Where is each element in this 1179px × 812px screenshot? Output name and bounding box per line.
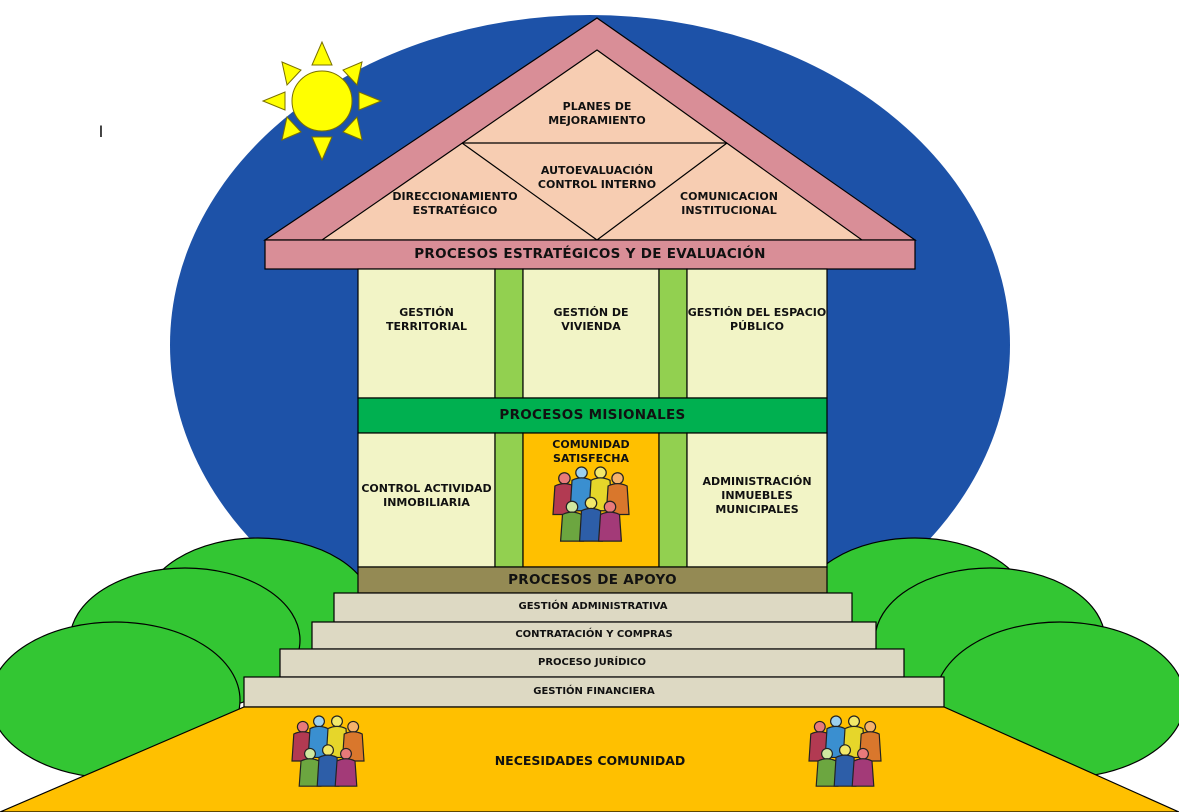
- community-people-icon: [808, 715, 882, 787]
- apoyo-band-label: PROCESOS DE APOYO: [508, 571, 677, 588]
- process-administracion-inmuebles: ADMINISTRACIÓN INMUEBLES MUNICIPALES: [702, 475, 812, 516]
- steps: [243, 592, 945, 708]
- walls: [357, 268, 828, 594]
- process-gestion-territorial: GESTIÓN TERRITORIAL: [386, 306, 467, 333]
- roof-center-label: AUTOEVALUACIÓN CONTROL INTERNO: [537, 164, 657, 191]
- roof-left-label: DIRECCIONAMIENTO ESTRATÉGICO: [392, 190, 518, 217]
- process-gestion-vivienda: GESTIÓN DE VIVIENDA: [553, 306, 629, 333]
- step-proceso-juridico: PROCESO JURÍDICO: [537, 656, 646, 668]
- process-control-actividad: CONTROL ACTIVIDAD INMOBILIARIA: [361, 482, 492, 509]
- roof-right-label: COMUNICACION INSTITUCIONAL: [680, 190, 778, 217]
- necesidades-comunidad-label: NECESIDADES COMUNIDAD: [494, 753, 686, 769]
- roof-top-label: PLANES DE MEJORAMIENTO: [548, 100, 646, 127]
- step-gestion-administrativa: GESTIÓN ADMINISTRATIVA: [518, 601, 668, 613]
- comunidad-satisfecha-label: COMUNIDAD SATISFECHA: [552, 438, 630, 465]
- step-gestion-financiera: GESTIÓN FINANCIERA: [533, 685, 655, 697]
- strategic-band: [264, 239, 916, 270]
- community-people-icon: [291, 715, 365, 787]
- process-gestion-espacio-publico: GESTIÓN DEL ESPACIO PÚBLICO: [687, 306, 827, 333]
- misionales-band-label: PROCESOS MISIONALES: [499, 407, 686, 424]
- strategic-band-label: PROCESOS ESTRATÉGICOS Y DE EVALUACIÓN: [414, 246, 766, 263]
- sun-icon: [261, 40, 383, 162]
- step-contratacion-compras: CONTRATACIÓN Y COMPRAS: [515, 629, 673, 641]
- community-people-icon: [552, 466, 630, 542]
- stray-mark: I: [98, 122, 104, 141]
- roof: [263, 17, 917, 241]
